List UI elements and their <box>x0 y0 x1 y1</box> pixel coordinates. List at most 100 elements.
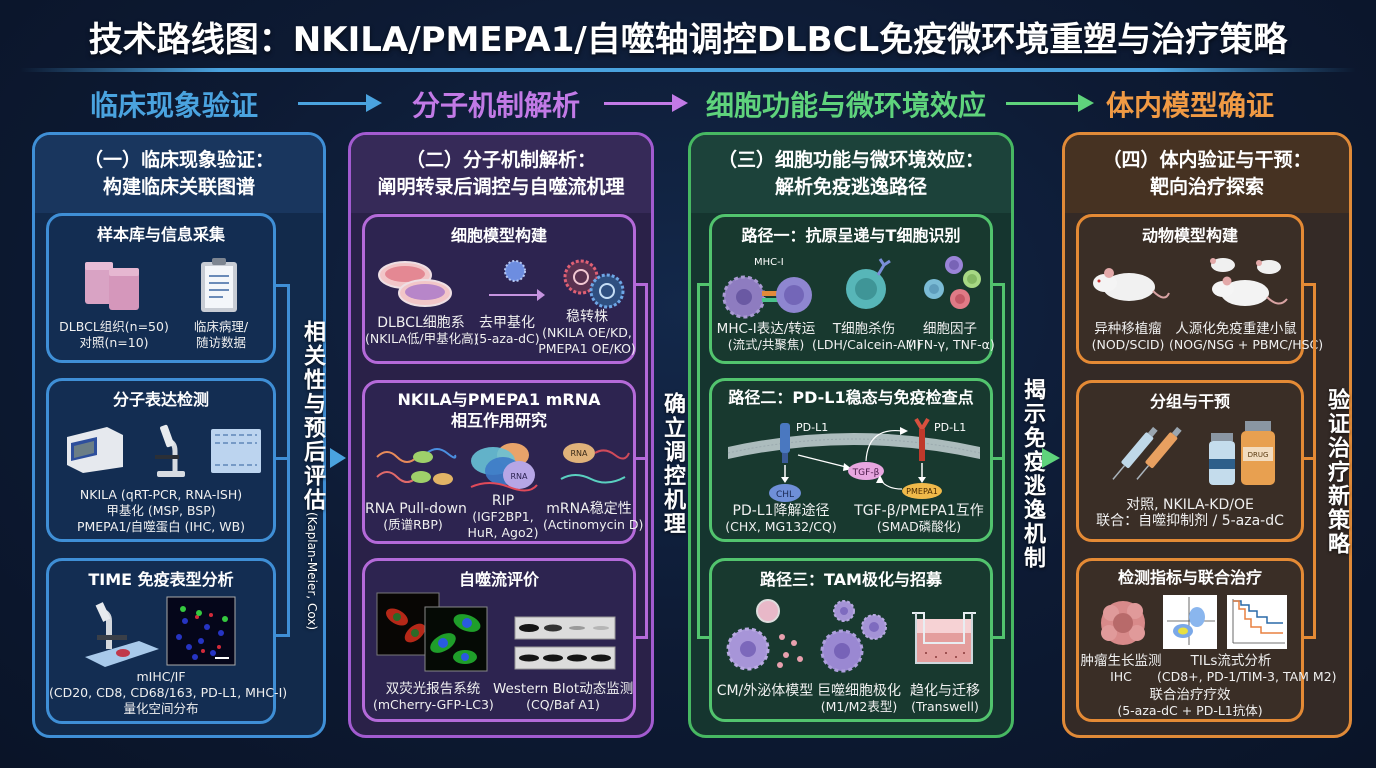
arrow-col1-to-col2 <box>330 448 346 468</box>
svg-text:CHL: CHL <box>776 490 794 500</box>
mihc-if-description: mIHC/IF(CD20, CD8, CD68/163, PD-L1, MHC-… <box>49 669 288 716</box>
transwell-icon <box>912 612 976 664</box>
column-heading-line2: 构建临床关联图谱 <box>102 176 255 198</box>
side-label-therapy-strategy: 验证治疗新策略 <box>1324 388 1349 556</box>
svg-text:RNA: RNA <box>570 449 588 458</box>
bracket-col4-mid <box>1304 457 1316 460</box>
bracket-col2 <box>636 283 648 639</box>
title-divider <box>20 68 1356 72</box>
exosome-cell-icon <box>726 599 803 671</box>
western-blot-icon <box>514 616 616 670</box>
flow-cytometry-plot-icon <box>1163 595 1217 649</box>
column-heading: （三）细胞功能与微环境效应： 解析免疫逃逸路径 <box>691 135 1011 213</box>
bracket-col1 <box>276 284 290 637</box>
bracket-col4 <box>1304 283 1316 639</box>
card-title: 路径三：TAM极化与招募 <box>760 570 942 589</box>
stage-label-molecular: 分子机制解析 <box>412 89 581 122</box>
card-title: 自噬流评价 <box>458 570 539 589</box>
card-title: 分子表达检测 <box>112 390 209 409</box>
t-cell-icon <box>846 258 891 309</box>
rna-strand-icon <box>376 448 457 485</box>
stage-arrow-1 <box>298 94 382 112</box>
card-title: 路径二：PD-L1稳态与免疫检查点 <box>728 388 974 407</box>
caption-demethylation: 去甲基化(5-aza-dC) <box>474 315 540 346</box>
macrophage-icon <box>820 600 887 673</box>
arrow-col3-to-col4 <box>1042 448 1060 468</box>
side-label-immune-escape: 揭示免疫逃逸机制 <box>1020 378 1045 570</box>
gel-blot-icon <box>211 429 261 473</box>
clipboard-icon <box>201 258 237 312</box>
petri-dish-icon <box>378 261 452 307</box>
mouse-icon <box>1093 268 1170 301</box>
card-title: 动物模型构建 <box>1141 226 1238 245</box>
card-title: 样本库与信息采集 <box>96 225 225 244</box>
tissue-block-icon <box>85 262 139 310</box>
stage-arrow-2 <box>604 94 688 112</box>
caption-western-blot: Western Blot动态监测(CQ/Baf A1) <box>493 681 634 712</box>
svg-text:PMEPA1: PMEPA1 <box>906 487 938 496</box>
column-heading-line1: （三）细胞功能与微环境效应： <box>717 149 984 171</box>
fluorescence-image-icon <box>166 596 236 666</box>
stage-label-cellular: 细胞功能与微环境效应 <box>706 89 987 122</box>
stage-arrow-3 <box>1006 94 1094 112</box>
combination-efficacy: 联合治疗疗效(5-aza-dC + PD-L1抗体) <box>1117 687 1263 718</box>
column-heading-line1: （四）体内验证与干预： <box>1102 149 1312 171</box>
column-heading-line1: （一）临床现象验证： <box>83 149 274 171</box>
page-title: 技术路线图：NKILA/PMEPA1/自噬轴调控DLBCL免疫微环境重塑与治疗策… <box>88 20 1288 60</box>
bracket-col3-left <box>697 283 709 639</box>
column-heading-line2: 靶向治疗探索 <box>1149 176 1264 198</box>
caption-xenograft: 异种移植瘤(NOD/SCID) <box>1091 321 1165 352</box>
caption-tgf-pmepa1: TGF-β/PMEPA1互作(SMAD磷酸化) <box>854 503 984 534</box>
svg-text:RNA: RNA <box>510 472 528 481</box>
virus-icon <box>489 260 545 301</box>
caption-stable-lines: 稳转株(NKILA OE/KD,PMEPA1 OE/KO) <box>538 309 636 356</box>
card-tam-polarization: 路径三：TAM极化与招募 CM/外泌体模型 巨噬细胞极化(M1/M2表型) 趋化… <box>709 558 993 722</box>
caption-tils-flow: TILs流式分析(CD8+, PD-1/TIM-3, TAM M2) <box>1157 653 1337 684</box>
card-time-phenotype: TIME 免疫表型分析 mIHC/IF(CD20, CD8, CD68/163,… <box>46 558 288 724</box>
vial-icon: DRUG <box>1209 421 1275 485</box>
stage-flow: 临床现象验证 分子机制解析 细胞功能与微环境效应 体内模型确证 <box>0 84 1376 124</box>
side-label-correlation: 相关性与预后评估(Kaplan-Meier, Cox) <box>300 320 325 631</box>
caption-rip: RIP(IGF2BP1,HuR, Ago2) <box>467 493 539 540</box>
caption-chemotaxis: 趋化与迁移(Transwell) <box>910 683 980 714</box>
svg-text:TGF-β: TGF-β <box>852 468 880 478</box>
virus-pair-icon <box>563 259 625 309</box>
pd-l1-left-receptor <box>780 423 790 463</box>
card-animal-model: 动物模型构建 异种移植瘤(NOD/SCID) 人源化免疫重建小鼠(NOG/NSG… <box>1076 214 1324 364</box>
card-cell-model: 细胞模型构建 DLBCL细胞系(NKILA低/甲基化高) 去甲基化(5-aza-… <box>362 214 636 364</box>
card-title: 细胞模型构建 <box>450 226 547 245</box>
card-title: 检测指标与联合治疗 <box>1117 568 1262 587</box>
rna-decay-icon: RNA <box>560 443 630 484</box>
mice-group-icon <box>1210 258 1288 306</box>
column-heading: （二）分子机制解析： 阐明转录后调控与自噬流机理 <box>351 135 651 213</box>
syringe-icon <box>1112 426 1182 480</box>
bracket-col3 <box>993 283 1005 639</box>
caption-cytokines: 细胞因子(IFN-γ, TNF-α) <box>908 321 995 352</box>
caption-pdl1-degradation: PD-L1降解途径(CHX, MG132/CQ) <box>725 503 837 534</box>
stage-label-clinical: 临床现象验证 <box>90 89 259 122</box>
bracket-col3-mid <box>993 457 1005 460</box>
card-pdl1-homeostasis: 路径二：PD-L1稳态与免疫检查点 PD-L1 CHL TGF-β PD-L1 … <box>709 378 993 542</box>
side-label-regulation: 确立调控机理 <box>660 392 685 536</box>
stage-label-invivo: 体内模型确证 <box>1106 89 1275 122</box>
caption-t-cell-killing: T细胞杀伤(LDH/Calcein-AM) <box>812 321 922 352</box>
column-heading-line1: （二）分子机制解析： <box>405 149 596 171</box>
svg-text:MHC-I: MHC-I <box>754 257 784 268</box>
microscope-slide-icon <box>85 602 159 667</box>
caption-rna-pulldown: RNA Pull-down(质谱RBP) <box>365 501 467 532</box>
membrane-icon: PD-L1 CHL TGF-β PD-L1 PMEPA1 <box>727 417 981 502</box>
molecular-detection-methods: NKILA (qRT-PCR, RNA-ISH)甲基化 (MSP, BSP)PM… <box>76 487 246 534</box>
caption-macrophage-polarization: 巨噬细胞极化(M1/M2表型) <box>817 683 901 714</box>
mhc-cell-icon: MHC-I <box>722 257 812 319</box>
caption-mrna-stability: mRNA稳定性(Actinomycin D) <box>543 501 644 532</box>
cytokine-icon <box>924 256 981 309</box>
caption-cm-exosome: CM/外泌体模型 <box>716 683 814 699</box>
caption-humanized-mice: 人源化免疫重建小鼠(NOG/NSG + PBMC/HSC) <box>1169 321 1324 352</box>
pd-l1-right-receptor <box>914 417 930 461</box>
card-title: TIME 免疫表型分析 <box>88 570 234 589</box>
bracket-col2-mid <box>636 457 648 460</box>
